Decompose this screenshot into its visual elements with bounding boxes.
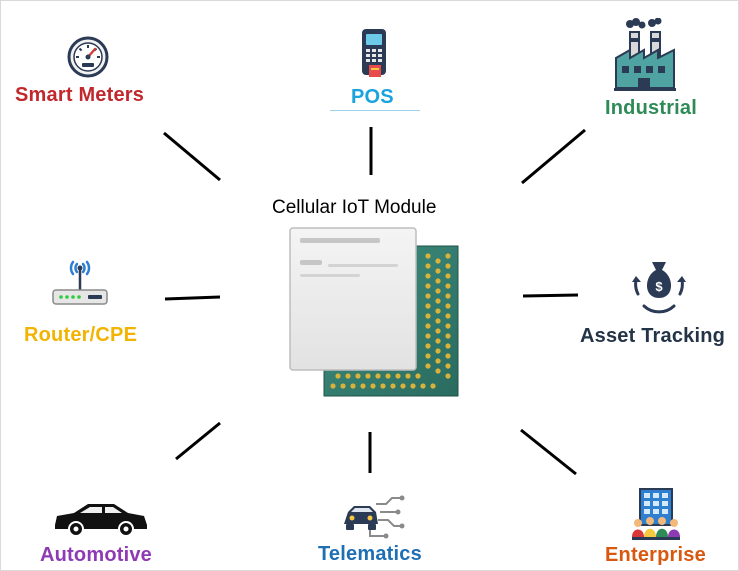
center-title: Cellular IoT Module [272,197,437,218]
gauge-icon [67,36,109,78]
label-telematics: Telematics [318,543,422,565]
wifi-router-icon [52,260,108,305]
connector-industrial [521,128,586,185]
pos-underline [330,110,420,111]
connected-car-icon [344,495,405,539]
connector-asset-tracking [522,293,579,298]
office-building-icon [632,488,680,540]
connector-router-cpe [164,295,221,301]
factory-icon [614,18,676,91]
label-industrial: Industrial [605,97,698,119]
connector-smart-meters [163,131,221,182]
car-icon [55,504,147,537]
svg-text:$: $ [655,279,663,294]
connector-automotive [175,421,221,461]
cellular-module-image [289,227,459,397]
label-automotive: Automotive [40,544,152,566]
label-asset-tracking: Asset Tracking [580,325,726,347]
pos-terminal-icon [362,29,386,77]
label-pos: POS [351,86,394,108]
label-enterprise: Enterprise [605,544,706,566]
label-smart-meters: Smart Meters [15,84,145,106]
money-bag-cycle-icon: $ [632,262,686,314]
connector-enterprise [520,428,577,476]
label-router-cpe: Router/CPE [24,324,138,346]
